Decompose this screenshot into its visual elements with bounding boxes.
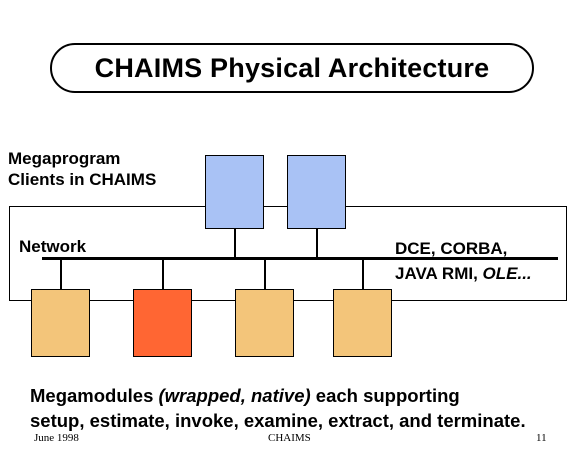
description-line1-start: Megamodules	[30, 385, 159, 406]
client-box-2	[287, 155, 346, 229]
protocols-line2-italic: OLE...	[482, 264, 532, 283]
description-line2: setup, estimate, invoke, examine, extrac…	[30, 410, 526, 431]
description-line1-italic: (wrapped, native)	[158, 385, 311, 406]
footer-page-number: 11	[536, 432, 547, 444]
megamodules-description: Megamodules (wrapped, native) each suppo…	[30, 383, 526, 433]
network-label: Network	[19, 237, 87, 256]
slide-title: CHAIMS Physical Architecture	[50, 43, 534, 93]
protocols-line2-plain: JAVA RMI,	[395, 264, 483, 283]
module-connector-4	[362, 259, 364, 289]
protocols-line1: DCE, CORBA,	[395, 239, 508, 258]
footer-center: CHAIMS	[268, 432, 311, 444]
module-connector-3	[264, 259, 266, 289]
client-box-1	[205, 155, 264, 229]
megamodule-native	[133, 289, 192, 357]
footer-date: June 1998	[34, 432, 79, 444]
clients-label: Megaprogram Clients in CHAIMS	[8, 148, 156, 190]
module-connector-2	[162, 259, 164, 289]
protocols-line2: JAVA RMI, OLE...	[395, 261, 532, 286]
megamodule-wrapped-3	[333, 289, 392, 357]
protocols-label: DCE, CORBA, JAVA RMI, OLE...	[395, 236, 532, 286]
megamodule-wrapped-1	[31, 289, 90, 357]
clients-label-line1: Megaprogram	[8, 149, 121, 168]
network-bus	[42, 257, 558, 260]
client-connector-2	[316, 229, 318, 258]
description-line1: Megamodules (wrapped, native) each suppo…	[30, 383, 526, 408]
clients-label-line2: Clients in CHAIMS	[8, 170, 157, 189]
client-connector-1	[234, 229, 236, 258]
description-line1-end: each supporting	[310, 385, 460, 406]
module-connector-1	[60, 259, 62, 289]
megamodule-wrapped-2	[235, 289, 294, 357]
